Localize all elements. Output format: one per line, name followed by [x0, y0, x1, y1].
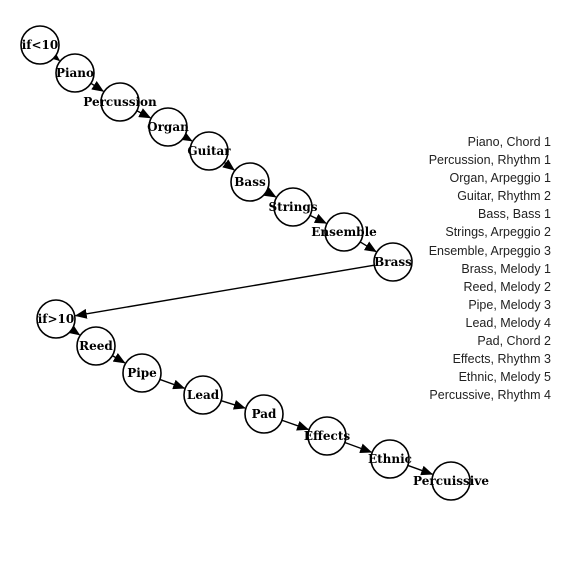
edge-if1-to-piano [47, 49, 61, 62]
legend-item: Piano, Chord 1 [467, 135, 551, 149]
edge-guitar-to-bass [222, 159, 235, 171]
node-label: if<10 [22, 38, 58, 52]
node-ethnic: Ethnic [368, 439, 412, 479]
legend-item: Percussive, Rhythm 4 [429, 388, 551, 403]
edge-reed-to-pipe [112, 352, 126, 364]
node-circle [148, 107, 188, 147]
legend-item: Ethnic, Melody 5 [458, 370, 551, 385]
node-label: Organ [147, 120, 189, 134]
edge-percussion-to-organ [136, 108, 152, 119]
node-label: Percuissive [413, 474, 489, 488]
node-circle [307, 416, 347, 456]
edge-effects-to-ethnic [344, 441, 373, 454]
node-label: Guitar [187, 144, 231, 158]
node-circle [76, 326, 116, 366]
node-label: Piano [56, 66, 94, 80]
node-strings: Strings [269, 187, 318, 227]
node-circle [230, 162, 270, 202]
legend-item: Ensemble, Arpeggio 3 [428, 243, 551, 258]
node-circle [244, 394, 284, 434]
edge-strings-to-ensemble [309, 213, 327, 224]
legend-item: Lead, Melody 4 [465, 315, 551, 330]
legend-item: Guitar, Rhythm 2 [457, 189, 551, 204]
node-bass: Bass [230, 162, 270, 202]
nodes: if<10PianoPercussionOrganGuitarBassStrin… [20, 25, 489, 501]
edges [47, 49, 434, 476]
node-circle [273, 187, 313, 227]
node-percussion: Percussion [83, 82, 157, 122]
edge-pipe-to-lead [159, 378, 186, 390]
legend-item: Pad, Chord 2 [477, 334, 551, 349]
node-circle [36, 299, 76, 339]
edge-lead-to-pad [220, 399, 246, 410]
node-label: Pad [252, 407, 277, 421]
node-effects: Effects [304, 416, 350, 456]
node-label: Pipe [127, 366, 157, 380]
legend-item: Pipe, Melody 3 [468, 297, 551, 312]
node-label: Brass [374, 255, 412, 269]
node-pad: Pad [244, 394, 284, 434]
node-circle [373, 242, 413, 282]
node-ensemble: Ensemble [311, 212, 377, 252]
node-if2: if>10 [36, 299, 76, 339]
node-circle [183, 375, 223, 415]
node-brass: Brass [373, 242, 413, 282]
legend-item: Reed, Melody 2 [463, 279, 551, 294]
edge-ensemble-to-brass [359, 241, 377, 253]
node-label: Ethnic [368, 452, 412, 466]
edge-organ-to-guitar [179, 131, 193, 142]
node-label: Reed [79, 339, 113, 353]
legend-item: Brass, Melody 1 [461, 261, 551, 276]
legend-item: Bass, Bass 1 [478, 207, 551, 222]
edge-pad-to-effects [281, 419, 310, 431]
node-circle [55, 53, 95, 93]
node-label: Strings [269, 200, 318, 214]
node-lead: Lead [183, 375, 223, 415]
legend-item: Percussion, Rhythm 1 [428, 153, 551, 168]
node-circle [122, 353, 162, 393]
edge-ethnic-to-percussive [407, 464, 434, 476]
node-circle [324, 212, 364, 252]
node-label: Bass [234, 175, 266, 189]
node-circle [189, 131, 229, 171]
node-organ: Organ [147, 107, 189, 147]
legend-item: Strings, Arpeggio 2 [445, 225, 551, 240]
node-label: Ensemble [311, 225, 377, 239]
node-circle [370, 439, 410, 479]
node-percussive: Percuissive [413, 461, 489, 501]
node-label: Percussion [83, 95, 157, 109]
legend-item: Organ, Arpeggio 1 [449, 171, 551, 186]
edge-brass-to-if2 [74, 264, 375, 319]
node-if1: if<10 [20, 25, 60, 65]
edge-piano-to-percussion [90, 81, 105, 92]
edge-bass-to-strings [263, 187, 277, 198]
node-circle [100, 82, 140, 122]
edge-if2-to-reed [67, 324, 81, 336]
node-reed: Reed [76, 326, 116, 366]
node-pipe: Pipe [122, 353, 162, 393]
node-circle [20, 25, 60, 65]
node-label: Effects [304, 429, 350, 443]
node-guitar: Guitar [187, 131, 231, 171]
legend-item: Effects, Rhythm 3 [452, 352, 551, 367]
legend: Piano, Chord 1 Percussion, Rhythm 1 Organ,… [351, 133, 551, 404]
node-label: if>10 [38, 312, 74, 326]
node-circle [431, 461, 471, 501]
node-piano: Piano [55, 53, 95, 93]
node-label: Lead [187, 388, 220, 402]
